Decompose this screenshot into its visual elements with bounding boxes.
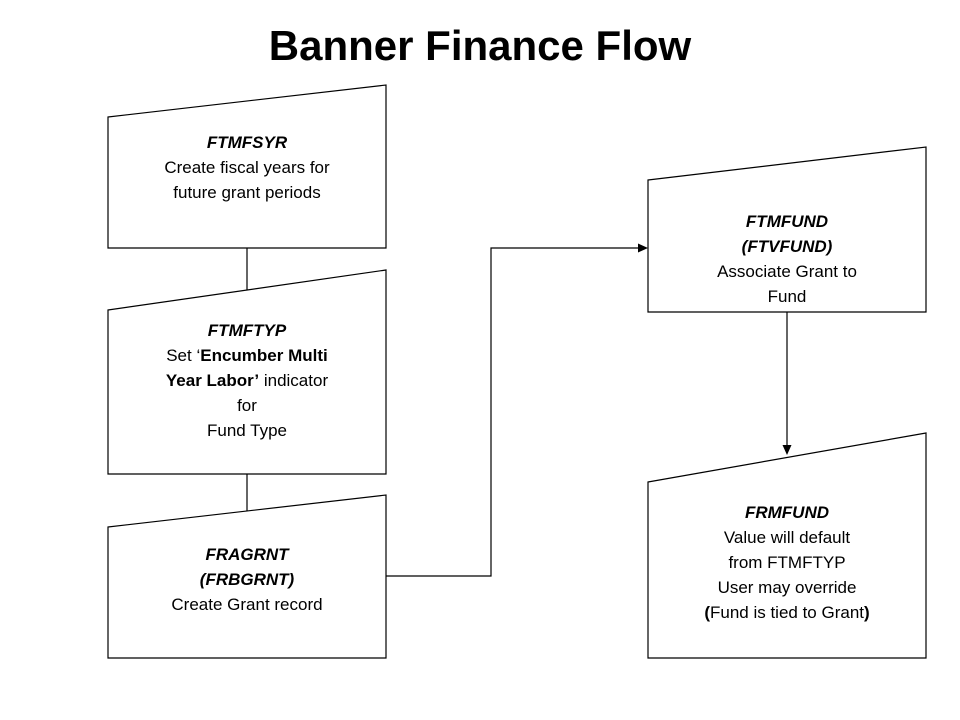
- ftmftyp-line-3: for: [237, 396, 257, 415]
- arrowhead-frmfund: [782, 445, 792, 455]
- frmfund-line-4: (Fund is tied to Grant): [648, 600, 926, 625]
- ftmfsyr-line-2: future grant periods: [173, 183, 321, 202]
- ftmfsyr-text: FTMFSYR Create fiscal years for future g…: [108, 130, 386, 205]
- ftmftyp-line-2: Year Labor’ indicator: [108, 368, 386, 393]
- arrowhead-ftmfund: [638, 243, 648, 253]
- diagram-title: Banner Finance Flow: [268, 22, 692, 69]
- frmfund-line-2: from FTMFTYP: [728, 553, 846, 572]
- frmfund-line-3: User may override: [717, 578, 857, 597]
- box-ftmfsyr: [107, 84, 387, 249]
- frmfund-text: FRMFUND Value will default from FTMFTYP …: [648, 500, 926, 625]
- ftmftyp-line-1: Set ‘Encumber Multi: [108, 343, 386, 368]
- frmfund-line-1: Value will default: [723, 528, 851, 547]
- ftmftyp-line-4: Fund Type: [206, 421, 288, 440]
- ftmftyp-line-1-bold: Encumber Multi: [200, 346, 328, 365]
- connector-fragrnt-ftmfund: [386, 247, 640, 577]
- ftmfund-code: FTMFUND: [745, 212, 829, 231]
- fragrnt-text: FRAGRNT (FRBGRNT) Create Grant record: [108, 542, 386, 617]
- box-ftmftyp: [107, 269, 387, 475]
- ftmfund-code-2: (FTVFUND): [741, 237, 833, 256]
- frmfund-line-4-mid: Fund is tied to Grant: [709, 603, 865, 622]
- frmfund-line-4-pre: (: [704, 603, 710, 622]
- ftmftyp-line-2-post: indicator: [259, 371, 329, 390]
- ftmfund-line-2: Fund: [767, 287, 807, 306]
- box-fragrnt: [107, 494, 387, 659]
- ftmftyp-text: FTMFTYP Set ‘Encumber Multi Year Labor’ …: [108, 318, 386, 443]
- ftmfund-text: FTMFUND (FTVFUND) Associate Grant to Fun…: [648, 209, 926, 309]
- ftmfsyr-code: FTMFSYR: [206, 133, 288, 152]
- frmfund-code: FRMFUND: [744, 503, 830, 522]
- ftmftyp-line-1-pre: Set ‘: [166, 346, 201, 365]
- fragrnt-line: Create Grant record: [171, 595, 323, 614]
- box-frmfund: [647, 432, 927, 659]
- fragrnt-code: FRAGRNT: [205, 545, 289, 564]
- box-ftmfund: [647, 146, 927, 313]
- frmfund-line-4-post: ): [864, 603, 870, 622]
- ftmftyp-code: FTMFTYP: [207, 321, 287, 340]
- ftmfund-line-1: Associate Grant to: [717, 262, 857, 281]
- ftmftyp-line-2-bold: Year Labor’: [165, 371, 260, 390]
- fragrnt-code-2: (FRBGRNT): [199, 570, 295, 589]
- ftmfsyr-line-1: Create fiscal years for: [164, 158, 330, 177]
